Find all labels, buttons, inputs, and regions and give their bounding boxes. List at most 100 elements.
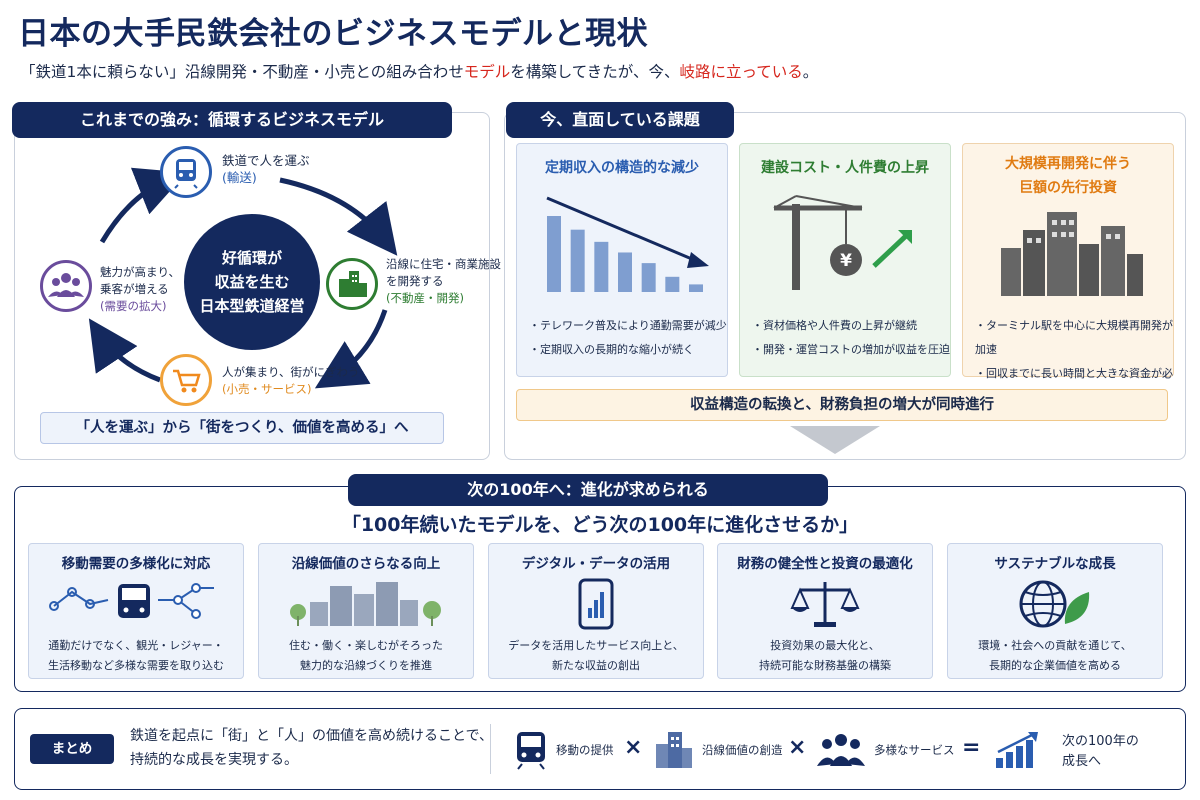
retail-label: 人が集まり、街がにぎわう (小売・サービス) xyxy=(222,364,360,398)
train-icon xyxy=(160,146,212,198)
issue-card-costs: 建設コスト・人件費の上昇 ¥ ・資材価格や人件費の上昇が継続 ・開発・運営コスト… xyxy=(739,143,951,377)
cycle-arrows xyxy=(88,167,398,389)
evolution-card-desc-line: 魅力的な沿線づくりを推進 xyxy=(300,659,432,672)
issue-bullet: ・定期収入の長期的な縮小が続く xyxy=(529,343,694,356)
equals-operator: = xyxy=(962,735,981,760)
decline-bar xyxy=(641,263,656,292)
issue-card-revenue: 定期収入の構造的な減少 ・テレワーク普及により通勤需要が減少 ・定期収入の長期的… xyxy=(516,143,728,377)
summary-tag: まとめ xyxy=(30,734,114,764)
times-operator: × xyxy=(624,735,643,760)
demand-label-line-2: 乗客が増える xyxy=(100,282,169,296)
strengths-banner: 「人を運ぶ」から「街をつくり、価値を高める」へ xyxy=(40,412,444,444)
train-icon xyxy=(517,732,545,770)
people-icon xyxy=(817,734,865,766)
redevelopment-buildings-icon xyxy=(1001,212,1143,296)
svg-text:¥: ¥ xyxy=(840,251,852,271)
evolution-card-desc-line: 生活移動など多様な需要を取り込む xyxy=(48,659,224,672)
evolution-card-desc-line: 新たな収益の創出 xyxy=(552,659,640,672)
crane-yen-icon: ¥ xyxy=(773,195,912,290)
demand-label-line-3: (需要の拡大) xyxy=(100,299,167,313)
summary-text-line-1: 鉄道を起点に「街」と「人」の価値を高め続けることで、 xyxy=(130,728,494,744)
evolution-card-desc-line: 長期的な企業価値を高める xyxy=(989,659,1121,672)
decline-bar xyxy=(665,276,680,292)
summary-divider xyxy=(490,724,491,774)
next-100-question: 「100年続いたモデルを、どう次の100年に進化させるか」 xyxy=(341,514,859,536)
page-subtitle: 「鉄道1本に頼らない」沿線開発・不動産・小売との組み合わせモデルを構築してきたが… xyxy=(20,60,818,82)
evolution-card-desc-line: 持続可能な財務基盤の構築 xyxy=(759,659,891,672)
evolution-card-line-value: 沿線価値のさらなる向上 住む・働く・楽しむがそろった 魅力的な沿線づくりを推進 xyxy=(258,543,474,679)
realestate-label: 沿線に住宅・商業施設 を開発する (不動産・開発) xyxy=(386,256,501,307)
smartphone-chart-icon xyxy=(578,578,614,630)
evolution-card-desc: 通勤だけでなく、観光・レジャー・ 生活移動など多様な需要を取り込む xyxy=(29,636,243,676)
summary-item-services: 多様なサービス xyxy=(874,743,955,757)
summary-text: 鉄道を起点に「街」と「人」の価値を高め続けることで、 持続的な成長を実現する。 xyxy=(130,724,493,772)
evolution-card-desc-line: 通勤だけでなく、観光・レジャー・ xyxy=(48,639,224,652)
evolution-card-desc: 住む・働く・楽しむがそろった 魅力的な沿線づくりを推進 xyxy=(259,636,473,676)
evolution-card-digital: デジタル・データの活用 データを活用したサービス向上と、 新たな収益の創出 xyxy=(488,543,704,679)
decline-trend-line xyxy=(546,196,700,264)
challenges-banner: 収益構造の転換と、財務負担の増大が同時進行 xyxy=(516,389,1168,421)
next-100-tab: 次の100年へ：進化が求められる xyxy=(348,474,828,506)
rail-label-line-2: (輸送) xyxy=(222,170,257,185)
demand-label: 魅力が高まり、 乗客が増える (需要の拡大) xyxy=(100,264,180,315)
issue-title-revenue: 定期収入の構造的な減少 xyxy=(545,160,699,176)
cycle-center-line-1: 好循環が xyxy=(221,249,282,267)
evolution-card-desc: 環境・社会への貢献を通じて、 長期的な企業価値を高める xyxy=(948,636,1162,676)
building-icon xyxy=(656,732,692,768)
issue-title-investment-line-2: 巨額の先行投資 xyxy=(1019,180,1117,196)
challenges-tab: 今、直面している課題 xyxy=(506,102,734,138)
issue-bullet: ・資材価格や人件費の上昇が継続 xyxy=(752,319,917,332)
demand-label-line-1: 魅力が高まり、 xyxy=(100,265,181,279)
evolution-card-title: デジタル・データの活用 xyxy=(521,556,671,572)
down-arrow-icon xyxy=(790,426,880,454)
evolution-card-desc-line: 住む・働く・楽しむがそろった xyxy=(289,639,443,652)
page-title: 日本の大手民鉄会社のビジネスモデルと現状 xyxy=(18,16,648,52)
buildings-icon xyxy=(326,258,378,310)
issue-bullet: ・テレワーク普及により通勤需要が減少 xyxy=(529,319,727,332)
issue-card-investment: 大規模再開発に伴う 巨額の先行投資 ・ターミナル駅を中心に大規模再開発が加速 ・… xyxy=(962,143,1174,404)
realestate-label-line-1: 沿線に住宅・商業施設 xyxy=(386,257,501,271)
evolution-card-desc-line: データを活用したサービス向上と、 xyxy=(508,639,684,652)
issue-bullet: ・開発・運営コストの増加が収益を圧迫 xyxy=(752,343,950,356)
retail-label-line-2: (小売・サービス) xyxy=(222,382,312,396)
evolution-card-title: 移動需要の多様化に対応 xyxy=(61,556,211,572)
people-icon xyxy=(40,260,92,312)
subtitle-text-1: 「鉄道1本に頼らない」沿線開発・不動産・小売との組み合わせ xyxy=(20,63,464,81)
retail-label-line-1: 人が集まり、街がにぎわう xyxy=(222,365,360,379)
decline-bar xyxy=(689,284,703,292)
subtitle-highlight-1: モデル xyxy=(463,63,511,81)
evolution-card-finance: 財務の健全性と投資の最適化 投資効果の最大化と、 持続可能な財務基盤の構築 xyxy=(717,543,933,679)
rail-label-line-1: 鉄道で人を運ぶ xyxy=(222,153,310,168)
evolution-card-title: 財務の健全性と投資の最適化 xyxy=(737,556,913,572)
evolution-card-mobility: 移動需要の多様化に対応 通勤だけでなく、観光・レジャー・ 生活移動など多様な需要… xyxy=(28,543,244,679)
realestate-label-line-3: (不動産・開発) xyxy=(386,291,464,305)
cycle-center-line-2: 収益を生む xyxy=(214,273,290,291)
evolution-card-sustainable: サステナブルな成長 環境・社会への貢献を通じて、 長期的な企業価値を高める xyxy=(947,543,1163,679)
summary-result: 次の100年の 成長へ xyxy=(1062,732,1139,772)
summary-panel xyxy=(14,708,1186,790)
city-trees-icon xyxy=(290,582,441,626)
summary-result-line-2: 成長へ xyxy=(1062,754,1102,769)
issue-bullets-revenue: ・テレワーク普及により通勤需要が減少 ・定期収入の長期的な縮小が続く xyxy=(529,314,727,362)
evolution-card-desc: データを活用したサービス向上と、 新たな収益の創出 xyxy=(489,636,703,676)
decline-bar xyxy=(618,252,632,292)
cycle-center-line-3: 日本型鉄道経営 xyxy=(199,297,305,315)
subtitle-text-2: を構築してきたが、今、 xyxy=(510,63,680,81)
realestate-label-line-2: を開発する xyxy=(386,274,444,288)
decline-bar xyxy=(547,216,561,292)
rail-label: 鉄道で人を運ぶ (輸送) xyxy=(222,152,310,186)
evolution-card-desc-line: 投資効果の最大化と、 xyxy=(770,639,880,652)
issue-title-investment-line-1: 大規模再開発に伴う xyxy=(1005,156,1131,172)
scale-icon xyxy=(790,582,860,627)
evolution-card-desc-line: 環境・社会への貢献を通じて、 xyxy=(978,639,1132,652)
subtitle-highlight-2: 岐路に立っている xyxy=(679,63,803,81)
decline-bar xyxy=(594,241,609,292)
evolution-card-desc: 投資効果の最大化と、 持続可能な財務基盤の構築 xyxy=(718,636,932,676)
cart-icon xyxy=(160,354,212,406)
decline-bar xyxy=(570,229,585,292)
issue-title-costs: 建設コスト・人件費の上昇 xyxy=(761,160,929,176)
growth-chart-icon xyxy=(996,732,1038,768)
issue-bullets-costs: ・資材価格や人件費の上昇が継続 ・開発・運営コストの増加が収益を圧迫 xyxy=(752,314,950,362)
subtitle-text-3: 。 xyxy=(802,63,819,81)
globe-leaf-icon xyxy=(1019,580,1090,628)
